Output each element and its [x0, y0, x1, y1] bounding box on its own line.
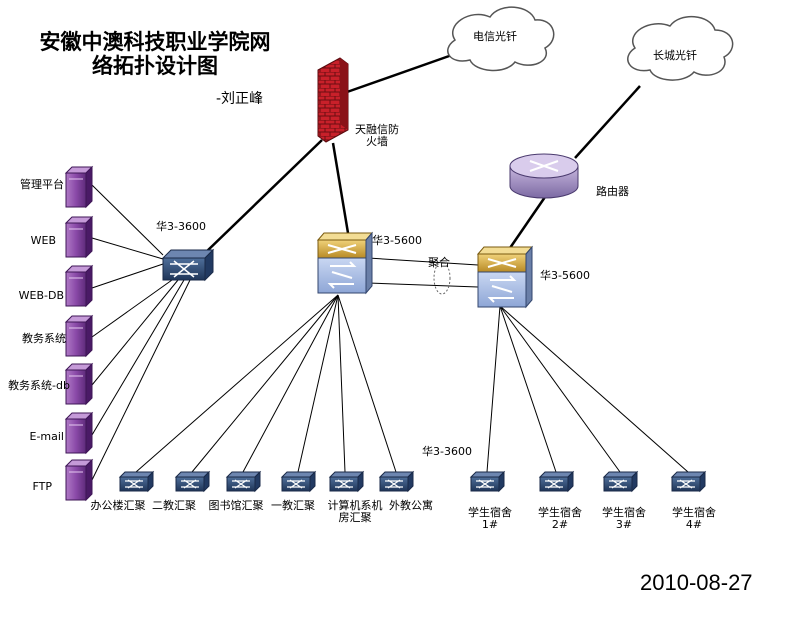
firewall-label: 天融信防火墙: [355, 123, 399, 148]
link-mid-4: [337, 294, 346, 473]
access-right-label: 学生宿舍4#: [672, 506, 716, 531]
server-icon: [64, 458, 94, 502]
aggregation-ellipse: [433, 261, 451, 295]
server-label: 教务系统: [22, 332, 66, 345]
diagram-title: 安徽中澳科技职业学院网络拓扑设计图: [39, 29, 271, 78]
access-switch-group: [118, 470, 707, 493]
access-switch-icon: [469, 470, 506, 493]
link-fw-telecom: [346, 53, 453, 94]
cloud-greatwall: [627, 15, 734, 81]
link-server-0: [91, 184, 164, 256]
link-server-4: [91, 279, 179, 386]
server-label: E-mail: [29, 430, 65, 443]
link-fw-left: [204, 139, 323, 254]
cloud-telecom: [447, 6, 555, 72]
access-left-label: 二教汇聚: [152, 499, 196, 512]
link-right-3: [499, 305, 689, 473]
link-agg-1: [367, 257, 479, 266]
core-switch-left-icon: [161, 248, 215, 282]
access-switch-icon: [538, 470, 575, 493]
core-switch-right-icon: [476, 245, 534, 309]
server-icon: [64, 314, 94, 358]
cloud-telecom-label: 电信光钎: [473, 30, 517, 43]
core-switch-left-label: 华3-3600: [156, 220, 206, 233]
access-left-label: 计算机系机房汇聚: [327, 499, 383, 524]
access-switch-icon: [670, 470, 707, 493]
access-switch-icon: [328, 470, 365, 493]
access-switch-icon: [174, 470, 211, 493]
link-router-right: [508, 196, 547, 249]
access-left-label: 图书馆汇聚: [208, 499, 264, 512]
access-switch-icon: [602, 470, 639, 493]
link-server-3: [91, 279, 173, 338]
access-right-label: 学生宿舍1#: [468, 506, 512, 531]
access-switch-icon: [118, 470, 155, 493]
link-router-greatwall: [574, 85, 641, 159]
link-server-6: [91, 279, 191, 481]
core-switch-right-label: 华3-5600: [540, 269, 590, 282]
core-switch-mid-icon: [316, 231, 374, 295]
link-fw-mid: [331, 142, 350, 234]
link-agg-2: [367, 282, 479, 288]
access-switch-model-label: 华3-3600: [422, 445, 472, 458]
access-switch-icon: [378, 470, 415, 493]
link-server-2: [91, 263, 164, 289]
server-icon: [64, 411, 94, 455]
access-left-label: 一教汇聚: [271, 499, 315, 512]
access-right-label: 学生宿舍3#: [602, 506, 646, 531]
link-mid-5: [337, 294, 397, 473]
aggregation-label: 聚合: [428, 256, 450, 269]
link-mid-2: [242, 294, 339, 473]
date-label: 2010-08-27: [640, 570, 753, 595]
link-server-1: [91, 237, 164, 260]
router-label: 路由器: [596, 185, 629, 198]
link-right-2: [499, 305, 621, 473]
access-switch-icon: [280, 470, 317, 493]
server-icon: [64, 215, 94, 259]
link-layer: [91, 53, 689, 481]
router-icon: [509, 153, 579, 199]
link-mid-1: [191, 294, 339, 473]
server-label: WEB: [30, 234, 56, 247]
link-server-5: [91, 279, 185, 436]
server-icon: [64, 362, 94, 406]
server-label: 管理平台: [20, 178, 64, 191]
server-label: WEB-DB: [18, 289, 64, 302]
author-label: -刘正峰: [216, 91, 264, 107]
firewall-icon: [317, 57, 349, 143]
core-switch-mid-label: 华3-5600: [372, 234, 422, 247]
access-right-label: 学生宿舍2#: [538, 506, 582, 531]
access-switch-icon: [225, 470, 262, 493]
server-label: 教务系统-db: [8, 379, 70, 392]
server-icon: [64, 165, 94, 209]
server-group: [64, 165, 94, 502]
link-mid-0: [135, 294, 339, 473]
link-right-1: [499, 305, 557, 473]
access-left-label: 办公楼汇聚: [90, 499, 146, 512]
access-left-label: 外教公寓: [389, 499, 433, 512]
cloud-greatwall-label: 长城光钎: [653, 49, 697, 62]
link-mid-3: [297, 294, 339, 473]
server-icon: [64, 264, 94, 308]
link-right-0: [486, 305, 501, 473]
server-label: FTP: [32, 480, 53, 493]
